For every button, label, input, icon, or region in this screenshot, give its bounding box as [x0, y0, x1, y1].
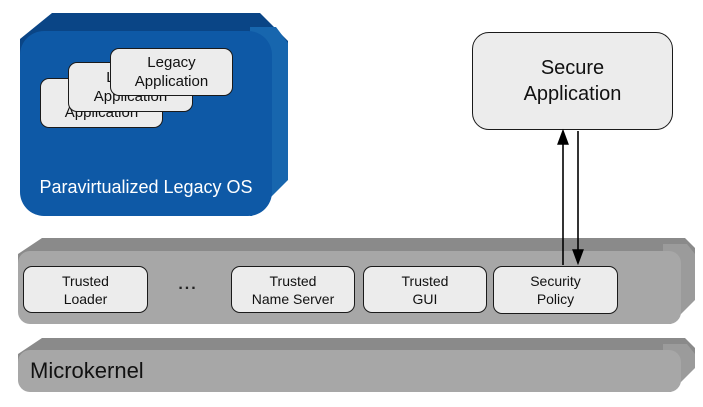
secure-application-box: Secure Application: [472, 32, 673, 130]
trusted-gui-label: Trusted GUI: [401, 272, 449, 307]
trusted-loader-box: Trusted Loader: [23, 266, 148, 313]
microkernel-bar: Microkernel: [18, 338, 695, 392]
arrow-up-head: [557, 128, 569, 145]
legacy-os-label: Paravirtualized Legacy OS: [39, 177, 253, 197]
trusted-layer-bar: Trusted Loader ... Trusted Name Server T…: [18, 238, 695, 324]
trusted-gui-box: Trusted GUI: [363, 266, 487, 313]
microkernel-front-face: [18, 350, 681, 392]
security-policy-label: Security Policy: [530, 273, 581, 307]
secure-application-label: Secure Application: [523, 57, 622, 105]
legacy-application-box-front: Legacy Application: [110, 48, 233, 96]
trusted-name-server-label: Trusted Name Server: [251, 272, 335, 307]
trusted-name-server-box: Trusted Name Server: [231, 266, 355, 313]
microkernel-label: Microkernel: [30, 358, 144, 383]
security-policy-box: Security Policy: [493, 266, 618, 314]
legacy-os-container: Legacy Application Legacy Application Le…: [20, 13, 288, 216]
trusted-loader-label: Trusted Loader: [62, 272, 109, 307]
more-components-ellipsis: ...: [178, 276, 198, 293]
legacy-application-label: Legacy Application: [134, 54, 209, 90]
